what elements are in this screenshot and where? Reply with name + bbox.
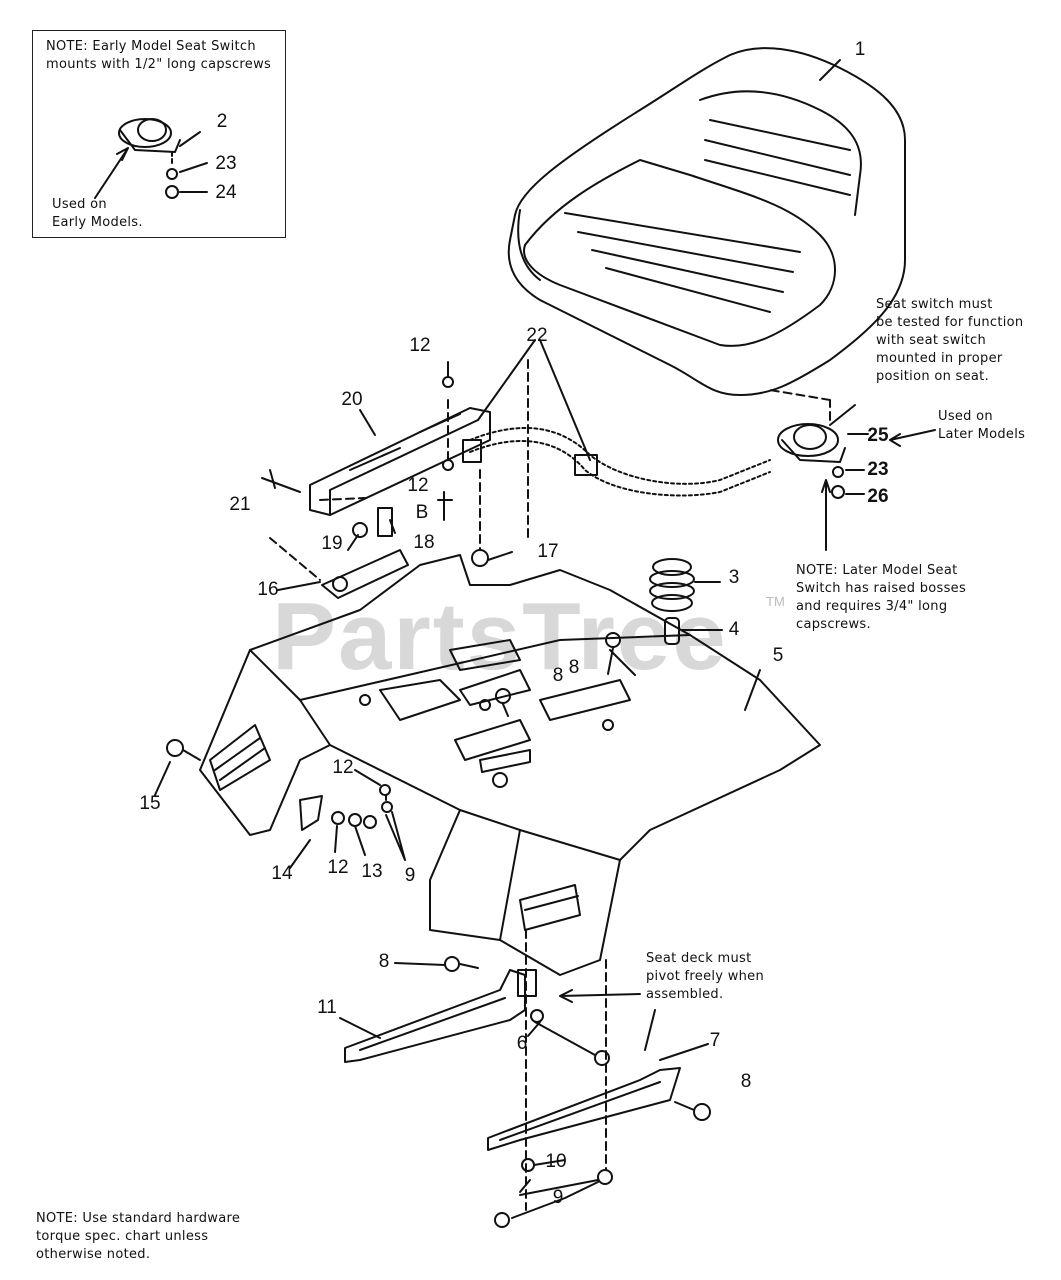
callout-12: 12 — [327, 857, 349, 878]
bolts — [166, 632, 711, 1121]
callout-24: 24 — [215, 182, 237, 203]
seat-deck — [199, 554, 821, 976]
callout-19: 19 — [321, 533, 343, 554]
callout-5: 5 — [772, 645, 784, 666]
callout-12: 12 — [332, 757, 354, 778]
callout-23: 23 — [215, 153, 237, 174]
callout-11: 11 — [317, 997, 337, 1018]
callout-9: 9 — [552, 1187, 564, 1208]
callout-25: 25 — [867, 425, 889, 446]
callout-15: 15 — [139, 793, 161, 814]
callout-21: 21 — [229, 494, 251, 515]
note-used-early: Used on Early Models. — [52, 197, 143, 230]
callout-b: B — [415, 502, 429, 523]
callout-16: 16 — [257, 579, 279, 600]
seat-part — [507, 47, 906, 396]
callout-1: 1 — [854, 39, 866, 60]
early-seat-switch — [94, 118, 208, 199]
deck-rails — [344, 929, 681, 1228]
callout-10: 10 — [545, 1151, 567, 1172]
callout-2: 2 — [216, 111, 228, 132]
callout-9: 9 — [404, 865, 416, 886]
note-used-later: Used on Later Models — [938, 409, 1026, 442]
callout-12: 12 — [407, 475, 429, 496]
callout-8: 8 — [378, 951, 390, 972]
later-seat-switch — [462, 389, 936, 551]
callout-12: 12 — [409, 335, 431, 356]
callout-4: 4 — [728, 619, 740, 640]
callout-13: 13 — [361, 861, 383, 882]
callout-14: 14 — [271, 863, 293, 884]
note-early-model: NOTE: Early Model Seat Switch mounts wit… — [46, 39, 272, 72]
callout-17: 17 — [537, 541, 559, 562]
callout-26: 26 — [867, 486, 889, 507]
callout-18: 18 — [413, 532, 435, 553]
early-model-inset — [32, 30, 286, 238]
callout-7: 7 — [709, 1030, 721, 1051]
note-hardware: NOTE: Use standard hardware torque spec.… — [36, 1211, 241, 1262]
pivot-bracket — [261, 359, 529, 599]
callout-3: 3 — [728, 567, 740, 588]
callout-8: 8 — [568, 657, 580, 678]
spring-part — [649, 558, 723, 645]
note-seat-switch-test: Seat switch must be tested for function … — [876, 297, 1024, 384]
note-later-model: NOTE: Later Model Seat Switch has raised… — [796, 563, 967, 632]
callout-20: 20 — [341, 389, 363, 410]
callout-6: 6 — [516, 1033, 528, 1054]
note-seat-deck: Seat deck must pivot freely when assembl… — [646, 951, 765, 1002]
callout-23: 23 — [867, 459, 889, 480]
watermark-trademark: TM — [766, 594, 785, 609]
callout-8: 8 — [552, 665, 564, 686]
callout-22: 22 — [526, 325, 548, 346]
leader-lines — [154, 59, 841, 1219]
callout-8: 8 — [740, 1071, 752, 1092]
